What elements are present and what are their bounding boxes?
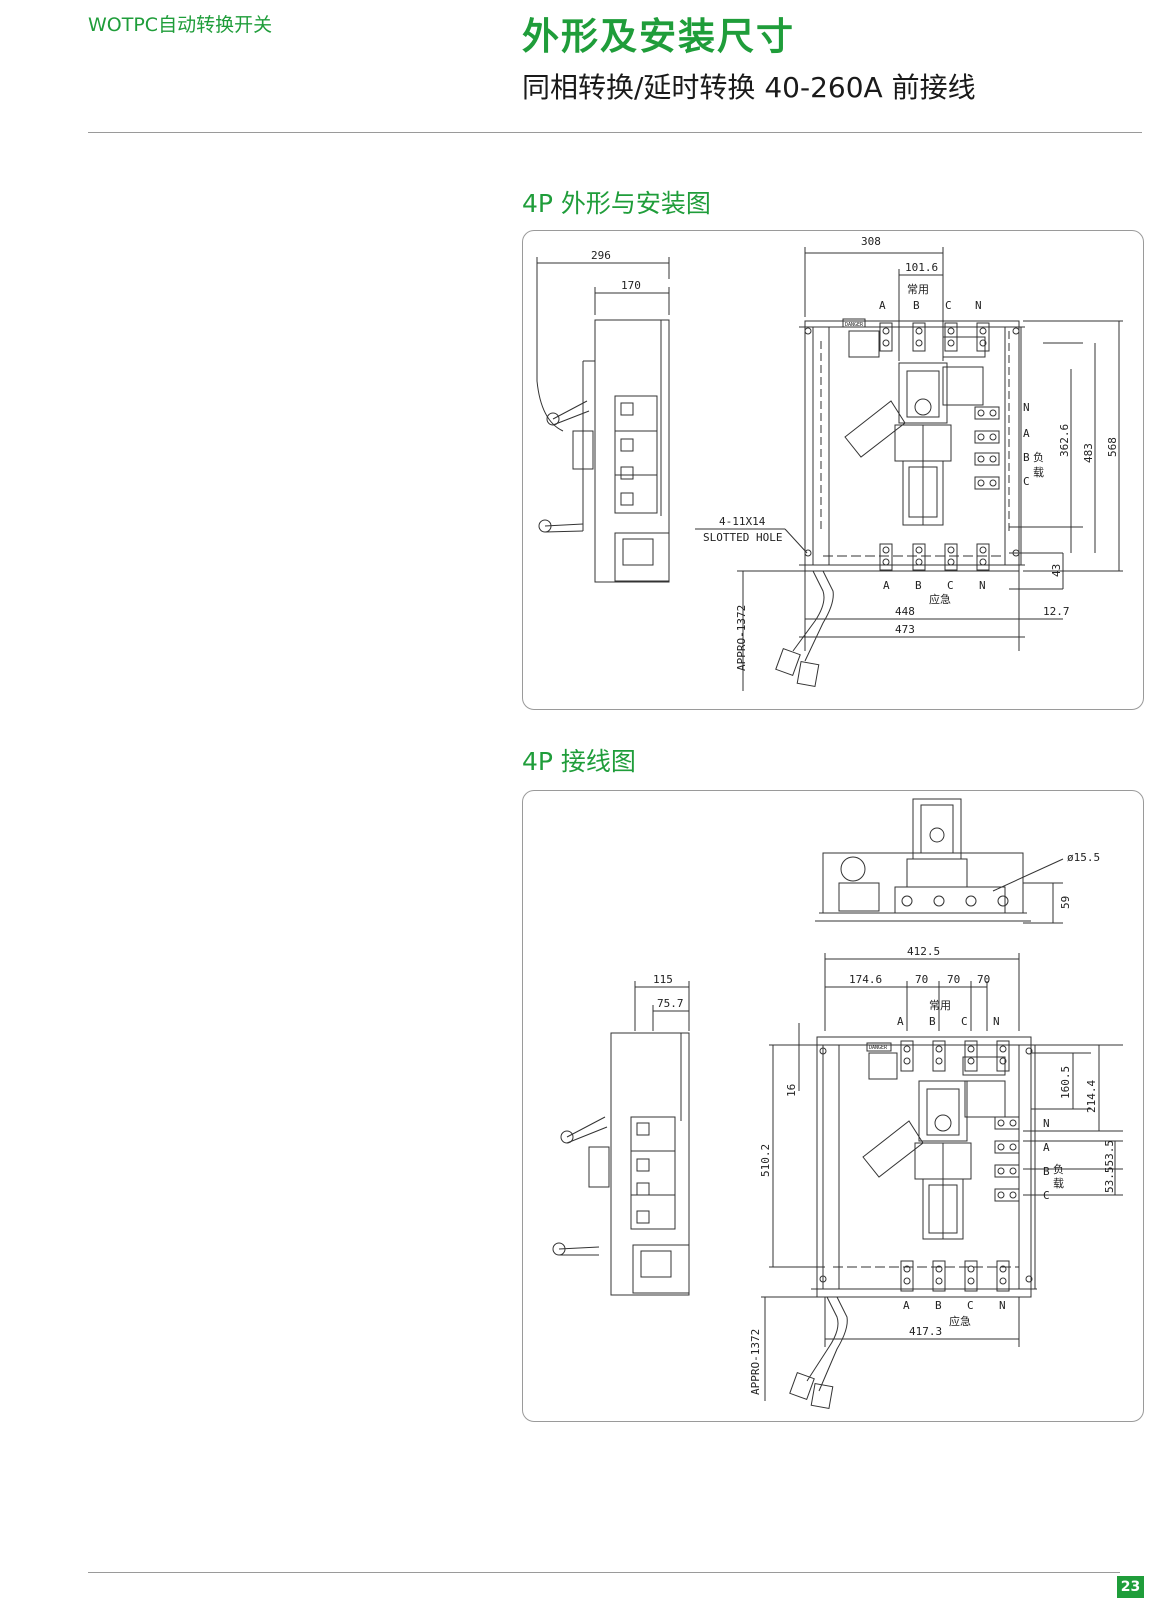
bottom-phase-n: N (999, 1299, 1006, 1312)
bottom-phase-a: A (883, 579, 890, 592)
dim-362-6: 362.6 (1058, 424, 1071, 457)
dim-473: 473 (895, 623, 915, 636)
dim-53-5-pair: 53.553.5 (1103, 1140, 1116, 1193)
load-phase-b: B (1023, 451, 1030, 464)
dim-174-6: 174.6 (849, 973, 882, 986)
slotted-hole-label: SLOTTED HOLE (703, 531, 782, 544)
section-heading-outline: 4P 外形与安装图 (522, 189, 711, 218)
bottom-phase-b: B (935, 1299, 942, 1312)
label-emergency: 应急 (949, 1314, 971, 1328)
dim-510-2: 510.2 (759, 1144, 772, 1177)
load-phase-a: A (1023, 427, 1030, 440)
danger-label: DANGER (845, 322, 864, 328)
cable-length: APPRO-1372 (749, 1329, 762, 1395)
page-number: 23 (1117, 1576, 1144, 1598)
dim-70-a: 70 (915, 973, 928, 986)
bottom-phase-b: B (915, 579, 922, 592)
load-phase-b: B (1043, 1165, 1050, 1178)
top-phase-a: A (897, 1015, 904, 1028)
top-phase-a: A (879, 299, 886, 312)
danger-label: DANGER (869, 1045, 888, 1051)
load-phase-c: C (1043, 1189, 1050, 1202)
page-subtitle: 同相转换/延时转换 40-260A 前接线 (522, 71, 976, 104)
dim-417-3: 417.3 (909, 1325, 942, 1338)
top-phase-n: N (993, 1015, 1000, 1028)
label-load-2: 载 (1053, 1177, 1064, 1190)
dim-70-c: 70 (977, 973, 990, 986)
outline-drawing: 296 170 308 101.6 常用 A B C N DANGER N A … (536, 235, 1123, 691)
label-load-2: 载 (1033, 466, 1044, 479)
dim-diameter: ø15.5 (1067, 851, 1100, 864)
dim-16: 16 (785, 1084, 798, 1097)
dim-160-5: 160.5 (1059, 1066, 1072, 1099)
top-phase-b: B (929, 1015, 936, 1028)
page-title: 外形及安装尺寸 (522, 15, 795, 58)
load-phase-n: N (1043, 1117, 1050, 1130)
wiring-drawing: ø15.5 59 412.5 174.6 70 70 70 115 75.7 常… (552, 798, 1123, 1409)
top-phase-n: N (975, 299, 982, 312)
brand-label: WOTPC自动转换开关 (88, 14, 273, 36)
label-load-1: 负 (1033, 450, 1044, 464)
load-phase-a: A (1043, 1141, 1050, 1154)
bottom-phase-c: C (947, 579, 954, 592)
dim-214-4: 214.4 (1085, 1080, 1098, 1113)
dim-115: 115 (653, 973, 673, 986)
load-phase-c: C (1023, 475, 1030, 488)
top-phase-c: C (961, 1015, 968, 1028)
top-phase-b: B (913, 299, 920, 312)
label-normal: 常用 (907, 283, 929, 296)
label-normal: 常用 (929, 999, 951, 1012)
dim-170: 170 (621, 279, 641, 292)
dim-412-5: 412.5 (907, 945, 940, 958)
dim-75-7: 75.7 (657, 997, 684, 1010)
bottom-phase-a: A (903, 1299, 910, 1312)
label-load-1: 负 (1053, 1162, 1064, 1176)
dim-70-b: 70 (947, 973, 960, 986)
bottom-phase-c: C (967, 1299, 974, 1312)
bottom-phase-n: N (979, 579, 986, 592)
outline-drawing-panel: 296 170 308 101.6 常用 A B C N DANGER N A … (522, 230, 1144, 710)
dim-308: 308 (861, 235, 881, 248)
slotted-hole-spec: 4-11X14 (719, 515, 766, 528)
dim-483: 483 (1082, 443, 1095, 463)
label-emergency: 应急 (929, 592, 951, 606)
dim-59: 59 (1059, 896, 1072, 909)
dim-568: 568 (1106, 437, 1119, 457)
dim-101-6: 101.6 (905, 261, 938, 274)
load-phase-n: N (1023, 401, 1030, 414)
header-divider (88, 132, 1142, 133)
dim-296: 296 (591, 249, 611, 262)
cable-length: APPRO-1372 (735, 605, 748, 671)
wiring-drawing-panel: ø15.5 59 412.5 174.6 70 70 70 115 75.7 常… (522, 790, 1144, 1422)
dim-448: 448 (895, 605, 915, 618)
dim-12-7: 12.7 (1043, 605, 1070, 618)
dim-43: 43 (1050, 564, 1063, 577)
footer-divider (88, 1572, 1120, 1573)
section-heading-wiring: 4P 接线图 (522, 747, 636, 776)
top-phase-c: C (945, 299, 952, 312)
